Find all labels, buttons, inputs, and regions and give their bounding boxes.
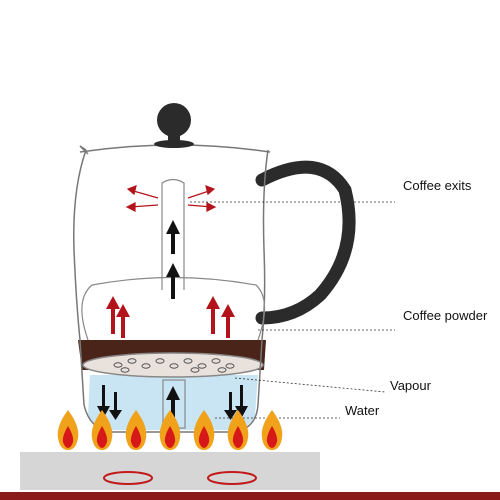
- arrow-icon: [125, 185, 217, 212]
- arrow-icon: [106, 296, 235, 338]
- flame-icon: [261, 410, 283, 450]
- flame-icon: [227, 410, 249, 450]
- stove-plate: [20, 452, 320, 490]
- filter-plate: [82, 352, 264, 378]
- handle: [255, 160, 356, 325]
- filter-holes: [113, 358, 235, 373]
- arrow-icon: [97, 385, 248, 420]
- base-stripe: [0, 492, 500, 500]
- label-water: Water: [345, 403, 380, 418]
- arrow-icon: [166, 220, 180, 426]
- burner-ring-right: [207, 471, 257, 485]
- flame-icon: [159, 410, 181, 450]
- flame-icon: [57, 410, 79, 450]
- flame-icon: [125, 410, 147, 450]
- burner-ring-left: [103, 471, 153, 485]
- label-coffee-exits: Coffee exits: [403, 178, 472, 193]
- central-tube: [161, 178, 185, 290]
- label-coffee-powder: Coffee powder: [403, 308, 488, 323]
- spout: [79, 145, 89, 155]
- lid-knob-icon: [154, 103, 194, 148]
- flame-icon: [193, 410, 215, 450]
- label-vapour: Vapour: [390, 378, 431, 393]
- flame-icon: [91, 410, 113, 450]
